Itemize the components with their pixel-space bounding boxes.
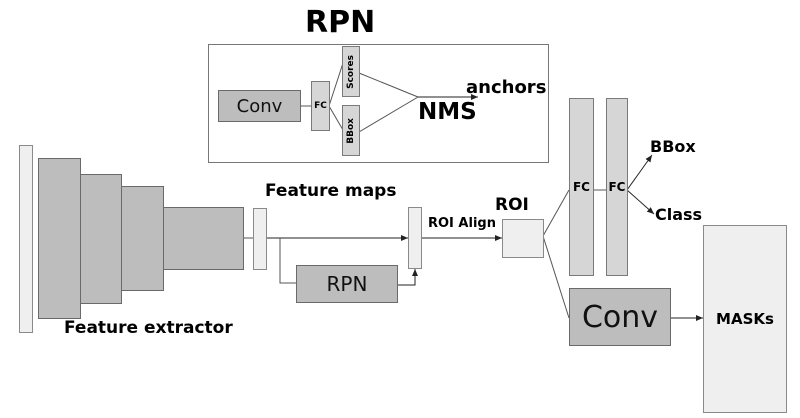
rpn-scores-label: Scores [346, 54, 356, 89]
extractor-stage-1 [38, 158, 81, 319]
mask-conv-block: Conv [569, 288, 671, 346]
head-fc-1: FC [569, 98, 594, 276]
feature-maps-label: Feature maps [265, 181, 397, 201]
fc-to-scores-line [328, 62, 344, 107]
roi-align-bar [408, 207, 422, 269]
fc2-to-class-arrow [626, 189, 655, 215]
roi-block [502, 219, 544, 258]
rpn-fc-block: FC [311, 81, 330, 131]
rpn-bbox-label: BBox [346, 117, 356, 144]
roi-label: ROI [495, 195, 529, 215]
nms-label: NMS [418, 99, 477, 125]
roi-to-fc-line [542, 189, 570, 237]
input-layer-bar [19, 145, 33, 333]
rpn-panel [208, 44, 549, 163]
rpn-block: RPN [296, 265, 398, 303]
fc2-to-bbox-arrow [626, 154, 653, 191]
bbox-output-label: BBox [650, 137, 696, 156]
rpn-conv-block: Conv [218, 90, 301, 122]
rpn-scores-block: Scores [342, 46, 360, 97]
extractor-stage-2 [80, 174, 122, 304]
bbox-to-nms-line [358, 96, 419, 133]
featuremap-to-rpn-line [279, 238, 296, 284]
masks-block: MASKs [703, 225, 787, 413]
roi-to-conv-line [542, 235, 570, 319]
rpn-to-align-arrow [397, 269, 418, 286]
class-output-label: Class [655, 205, 703, 224]
fc-to-bbox-line [328, 105, 344, 131]
extractor-stage-4 [163, 207, 244, 270]
extractor-stage-3 [121, 186, 164, 291]
rpn-bbox-block: BBox [342, 105, 360, 156]
feature-map-bar [253, 208, 267, 270]
feature-extractor-label: Feature extractor [64, 318, 233, 338]
rpn-panel-title: RPN [305, 5, 376, 40]
scores-to-nms-line [358, 72, 419, 98]
head-fc-2: FC [606, 98, 628, 276]
anchors-label: anchors [466, 77, 547, 98]
roi-align-label: ROI Align [428, 216, 496, 231]
